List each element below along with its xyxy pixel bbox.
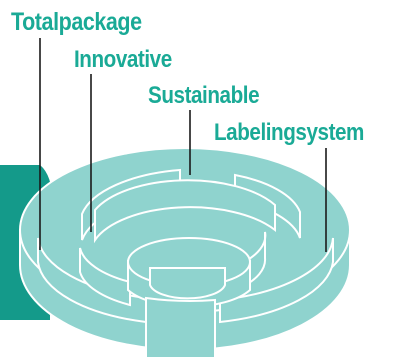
inner-rings [37, 168, 334, 358]
label-totalpackage: Totalpackage [11, 8, 142, 36]
label-sustainable: Sustainable [148, 82, 260, 109]
label-innovative: Innovative [74, 46, 172, 73]
leader-lines [39, 38, 327, 252]
label-labelingsystem: Labelingsystem [214, 119, 364, 146]
